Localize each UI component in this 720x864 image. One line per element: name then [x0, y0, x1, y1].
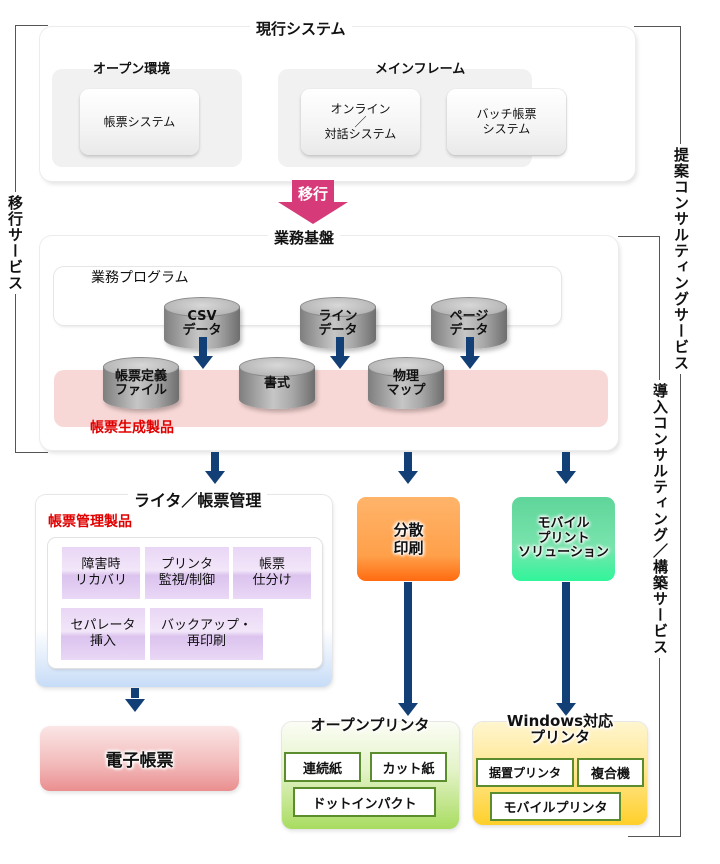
mobile-down-arrow — [556, 452, 576, 484]
distributed-print-box: 分散 印刷 — [357, 497, 460, 581]
batch-form-system-box: バッチ帳票 システム — [447, 89, 566, 155]
dot-impact-item: ドットインパクト — [293, 787, 436, 817]
separator-insert-item: セパレータ 挿入 — [61, 608, 145, 660]
line-down-arrow — [330, 337, 350, 369]
proposal-bracket-top — [634, 26, 681, 27]
form-sorting-item: 帳票 仕分け — [233, 547, 311, 599]
physical-map-cylinder: 物理 マップ — [368, 357, 444, 409]
migration-bracket-bottom — [15, 452, 48, 453]
migration-arrow: 移行 — [278, 180, 348, 226]
windows-printer-down-arrow — [556, 582, 576, 716]
online-dialog-system-box: オンライン ／ 対話システム — [301, 89, 420, 155]
proposal-bracket-bottom — [628, 836, 681, 837]
windows-printer-title: Windows対応 プリンタ — [506, 712, 614, 746]
writer-management-title: ライタ／帳票管理 — [128, 487, 268, 511]
distributed-down-arrow — [398, 452, 418, 484]
current-system-title: 現行システム — [250, 18, 352, 39]
form-management-product-label: 帳票管理製品 — [48, 514, 132, 530]
migration-service-label: 移行サービス — [5, 192, 26, 294]
cut-paper-item: カット紙 — [370, 752, 447, 782]
continuous-paper-item: 連続紙 — [284, 752, 361, 782]
writer-down-arrow — [205, 452, 225, 484]
open-printer-down-arrow — [398, 582, 418, 716]
migration-arrow-head — [278, 202, 348, 224]
mainframe-label: メインフレーム — [375, 62, 466, 77]
floor-printer-item: 据置プリンタ — [476, 758, 574, 787]
failure-recovery-item: 障害時 リカバリ — [62, 547, 140, 599]
mobile-print-solution-box: モバイル プリント ソリューション — [512, 497, 615, 581]
form-generation-product-label: 帳票生成製品 — [90, 420, 174, 436]
form-definition-file-cylinder: 帳票定義 ファイル — [103, 357, 179, 409]
csv-data-cylinder: CSV データ — [164, 297, 240, 349]
proposal-bracket-line — [680, 26, 681, 836]
migration-bracket-top — [15, 25, 48, 26]
mobile-printer-item: モバイルプリンタ — [490, 792, 621, 821]
page-data-cylinder: ページ データ — [431, 297, 507, 349]
business-platform-title: 業務基盤 — [268, 227, 341, 248]
deployment-service-label: 導入コンサルティング／構築サービス — [650, 380, 671, 658]
format-cylinder: 書式 — [239, 357, 315, 409]
proposal-service-label: 提案コンサルティングサービス — [671, 144, 692, 374]
multifunction-item: 複合機 — [577, 758, 644, 787]
backup-reprint-item: バックアップ・ 再印刷 — [150, 608, 263, 660]
business-program-label: 業務プログラム — [91, 270, 189, 286]
migration-arrow-shaft — [292, 180, 334, 204]
open-printer-title: オープンプリンタ — [310, 716, 430, 734]
migration-arrow-label: 移行 — [297, 185, 328, 203]
electronic-down-arrow — [125, 688, 145, 712]
csv-down-arrow — [193, 337, 213, 369]
electronic-forms-box: 電子帳票 — [40, 726, 239, 791]
page-down-arrow — [460, 337, 480, 369]
open-env-label: オープン環境 — [93, 62, 171, 77]
deployment-bracket-top — [618, 236, 660, 237]
printer-monitor-control-item: プリンタ 監視/制御 — [145, 547, 229, 599]
form-system-box: 帳票システム — [80, 89, 199, 155]
